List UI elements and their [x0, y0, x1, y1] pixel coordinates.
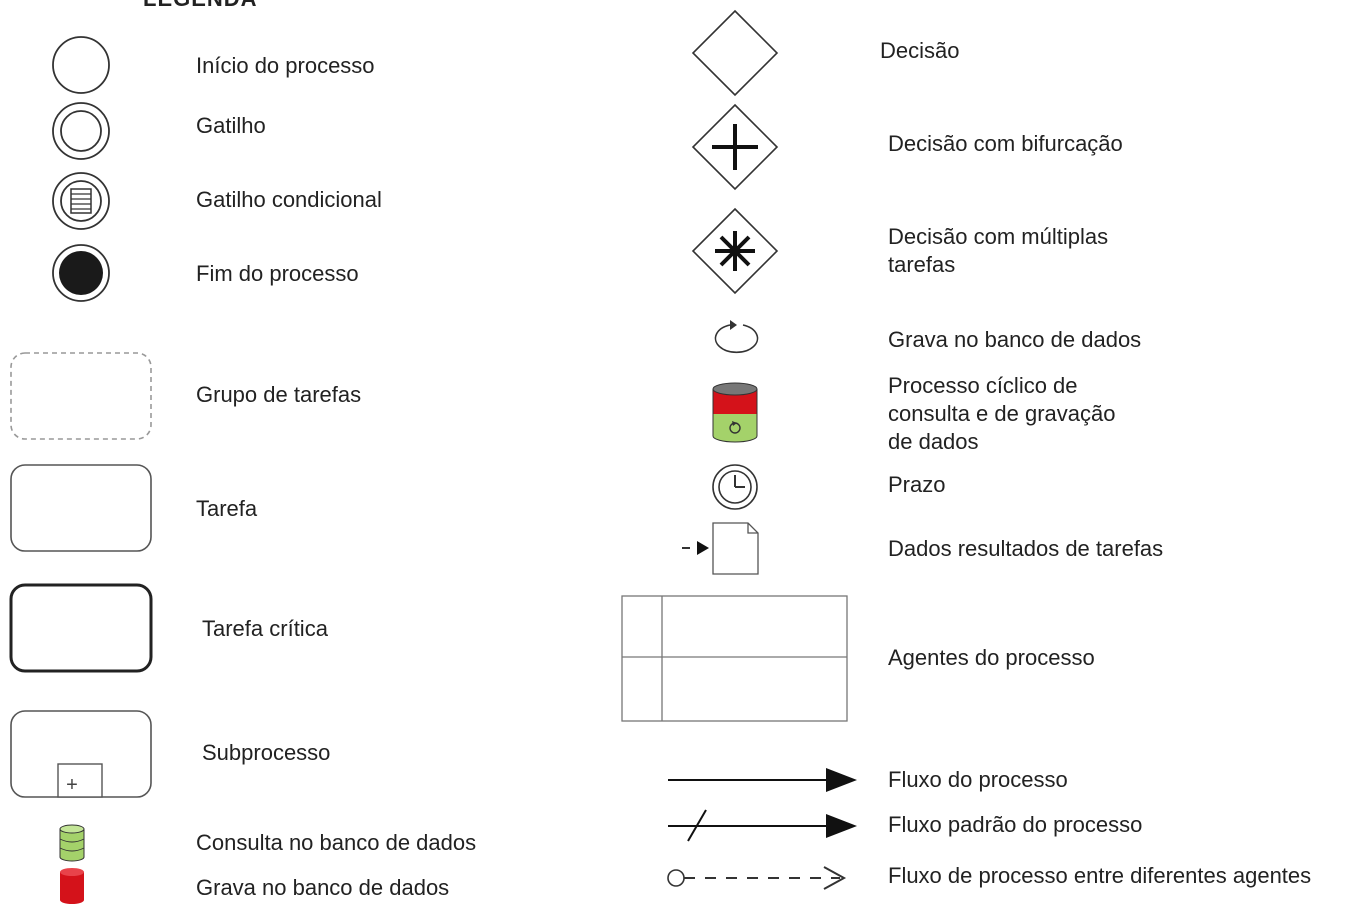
task-icon: [10, 464, 152, 552]
trigger-event-icon: [52, 102, 110, 160]
legend-title: LEGENDA: [143, 0, 258, 12]
task-group-icon: [10, 352, 152, 440]
label-decisao-multiplas-2: tarefas: [888, 252, 956, 277]
label-tarefa: Tarefa: [196, 496, 258, 521]
label-ciclico-3: de dados: [888, 429, 979, 454]
swimlane-pool-icon: [621, 595, 848, 722]
label-ciclico-1: Processo cíclico de: [888, 373, 1078, 398]
label-prazo: Prazo: [888, 472, 946, 497]
label-inicio: Início do processo: [196, 53, 375, 78]
data-object-icon: [682, 522, 759, 575]
decision-gateway-icon: [691, 9, 779, 97]
label-tarefa-critica: Tarefa crítica: [202, 616, 328, 641]
message-flow-icon: [667, 866, 847, 890]
start-event-icon: [52, 36, 110, 94]
label-agentes: Agentes do processo: [888, 645, 1095, 670]
complex-gateway-icon: [691, 207, 779, 295]
sequence-flow-icon: [668, 768, 857, 792]
end-event-icon: [52, 244, 110, 302]
label-decisao: Decisão: [880, 38, 960, 63]
label-ciclico-2: consulta e de gravação: [888, 401, 1116, 426]
parallel-gateway-icon: [691, 103, 779, 191]
timer-icon: [712, 464, 758, 510]
label-subprocesso: Subprocesso: [202, 740, 331, 765]
db-query-icon: [59, 824, 85, 862]
label-grava-bd-left: Grava no banco de dados: [196, 875, 450, 900]
label-grupo: Grupo de tarefas: [196, 382, 362, 407]
label-decisao-multiplas-1: Decisão com múltiplas: [888, 224, 1109, 249]
subprocess-icon: [10, 710, 152, 798]
loop-icon: [714, 320, 759, 354]
label-consulta-bd: Consulta no banco de dados: [196, 830, 477, 855]
label-grava-bd-right: Grava no banco de dados: [888, 327, 1142, 352]
label-decisao-bifurcacao: Decisão com bifurcação: [888, 131, 1123, 156]
critical-task-icon: [9, 583, 153, 673]
label-gatilho: Gatilho: [196, 113, 266, 138]
subprocess-marker: +: [66, 774, 78, 796]
label-dados-resultados: Dados resultados de tarefas: [888, 536, 1164, 561]
label-fim: Fim do processo: [196, 261, 359, 286]
default-flow-icon: [668, 809, 857, 842]
label-fluxo-agentes: Fluxo de processo entre diferentes agent…: [888, 863, 1312, 888]
label-gatilho-condicional: Gatilho condicional: [196, 187, 382, 212]
cyclic-db-icon: [712, 382, 758, 443]
label-fluxo-padrao: Fluxo padrão do processo: [888, 812, 1143, 837]
conditional-trigger-icon: [52, 172, 110, 230]
label-fluxo: Fluxo do processo: [888, 767, 1068, 792]
db-write-icon: [60, 868, 84, 904]
